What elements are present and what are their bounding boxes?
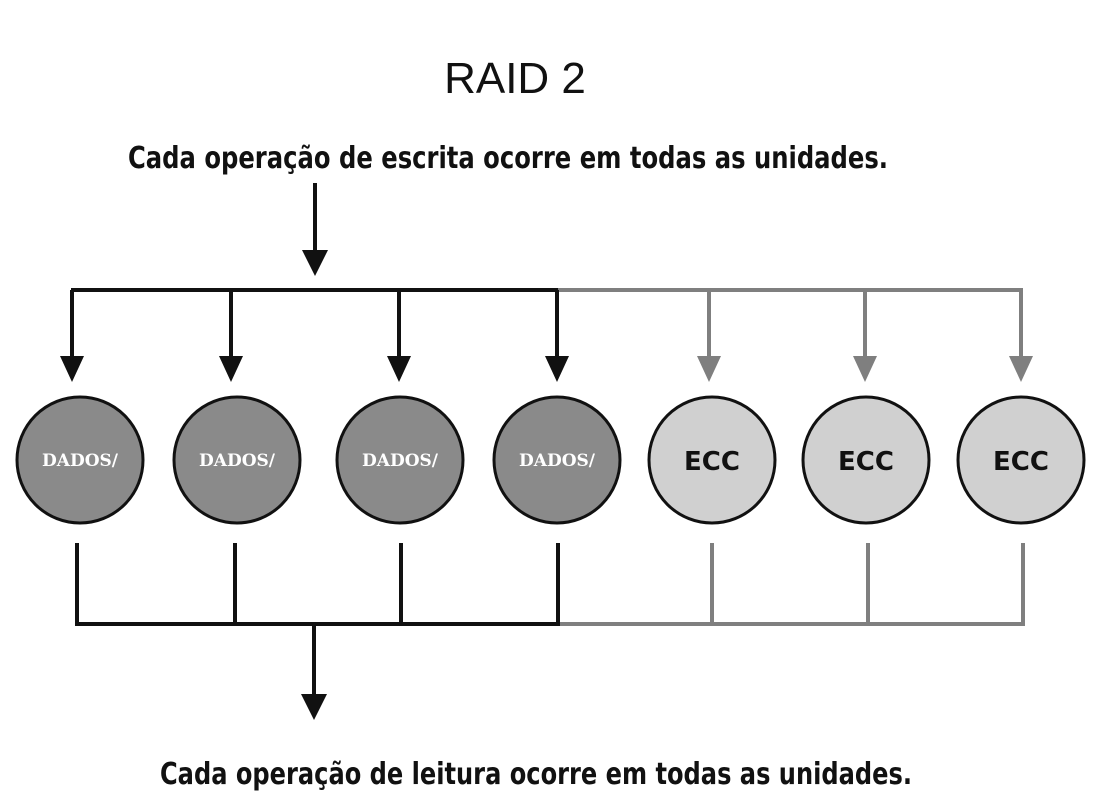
ecc-disk-label: ECC [684, 447, 740, 477]
disk-array: DADOS/DADOS/DADOS/DADOS/ECC ECC ECC [15, 290, 1086, 626]
write-arrowhead [219, 356, 243, 382]
ecc-disk [801, 395, 931, 525]
data-disk [15, 395, 145, 525]
write-arrowhead [1009, 356, 1033, 382]
ecc-disk [647, 395, 777, 525]
disk-unit-2: DADOS/ [172, 290, 302, 626]
write-arrowhead [60, 356, 84, 382]
ecc-disk [956, 395, 1086, 525]
write-caption: Cada operação de escrita ocorre em todas… [128, 141, 888, 176]
disk-unit-7: ECC [956, 290, 1086, 626]
diagram-title: RAID 2 [444, 54, 586, 103]
data-disk [492, 395, 622, 525]
data-disk-label: DADOS/ [519, 451, 596, 471]
ecc-disk-label: ECC [993, 447, 1049, 477]
disk-unit-4: DADOS/ [492, 290, 622, 626]
write-arrowhead [387, 356, 411, 382]
data-disk-label: DADOS/ [199, 451, 276, 471]
read-caption: Cada operação de leitura ocorre em todas… [160, 757, 912, 792]
write-arrowhead [853, 356, 877, 382]
disk-unit-5: ECC [647, 290, 777, 626]
disk-unit-3: DADOS/ [335, 290, 465, 626]
data-disk [172, 395, 302, 525]
disk-unit-1: DADOS/ [15, 290, 145, 626]
data-disk [335, 395, 465, 525]
write-arrowhead [697, 356, 721, 382]
ecc-disk-label: ECC [838, 447, 894, 477]
disk-unit-6: ECC [801, 290, 931, 626]
read-output-arrow [301, 626, 327, 720]
write-input-arrow [302, 183, 328, 276]
data-disk-label: DADOS/ [362, 451, 439, 471]
data-disk-label: DADOS/ [42, 451, 119, 471]
write-arrowhead [545, 356, 569, 382]
